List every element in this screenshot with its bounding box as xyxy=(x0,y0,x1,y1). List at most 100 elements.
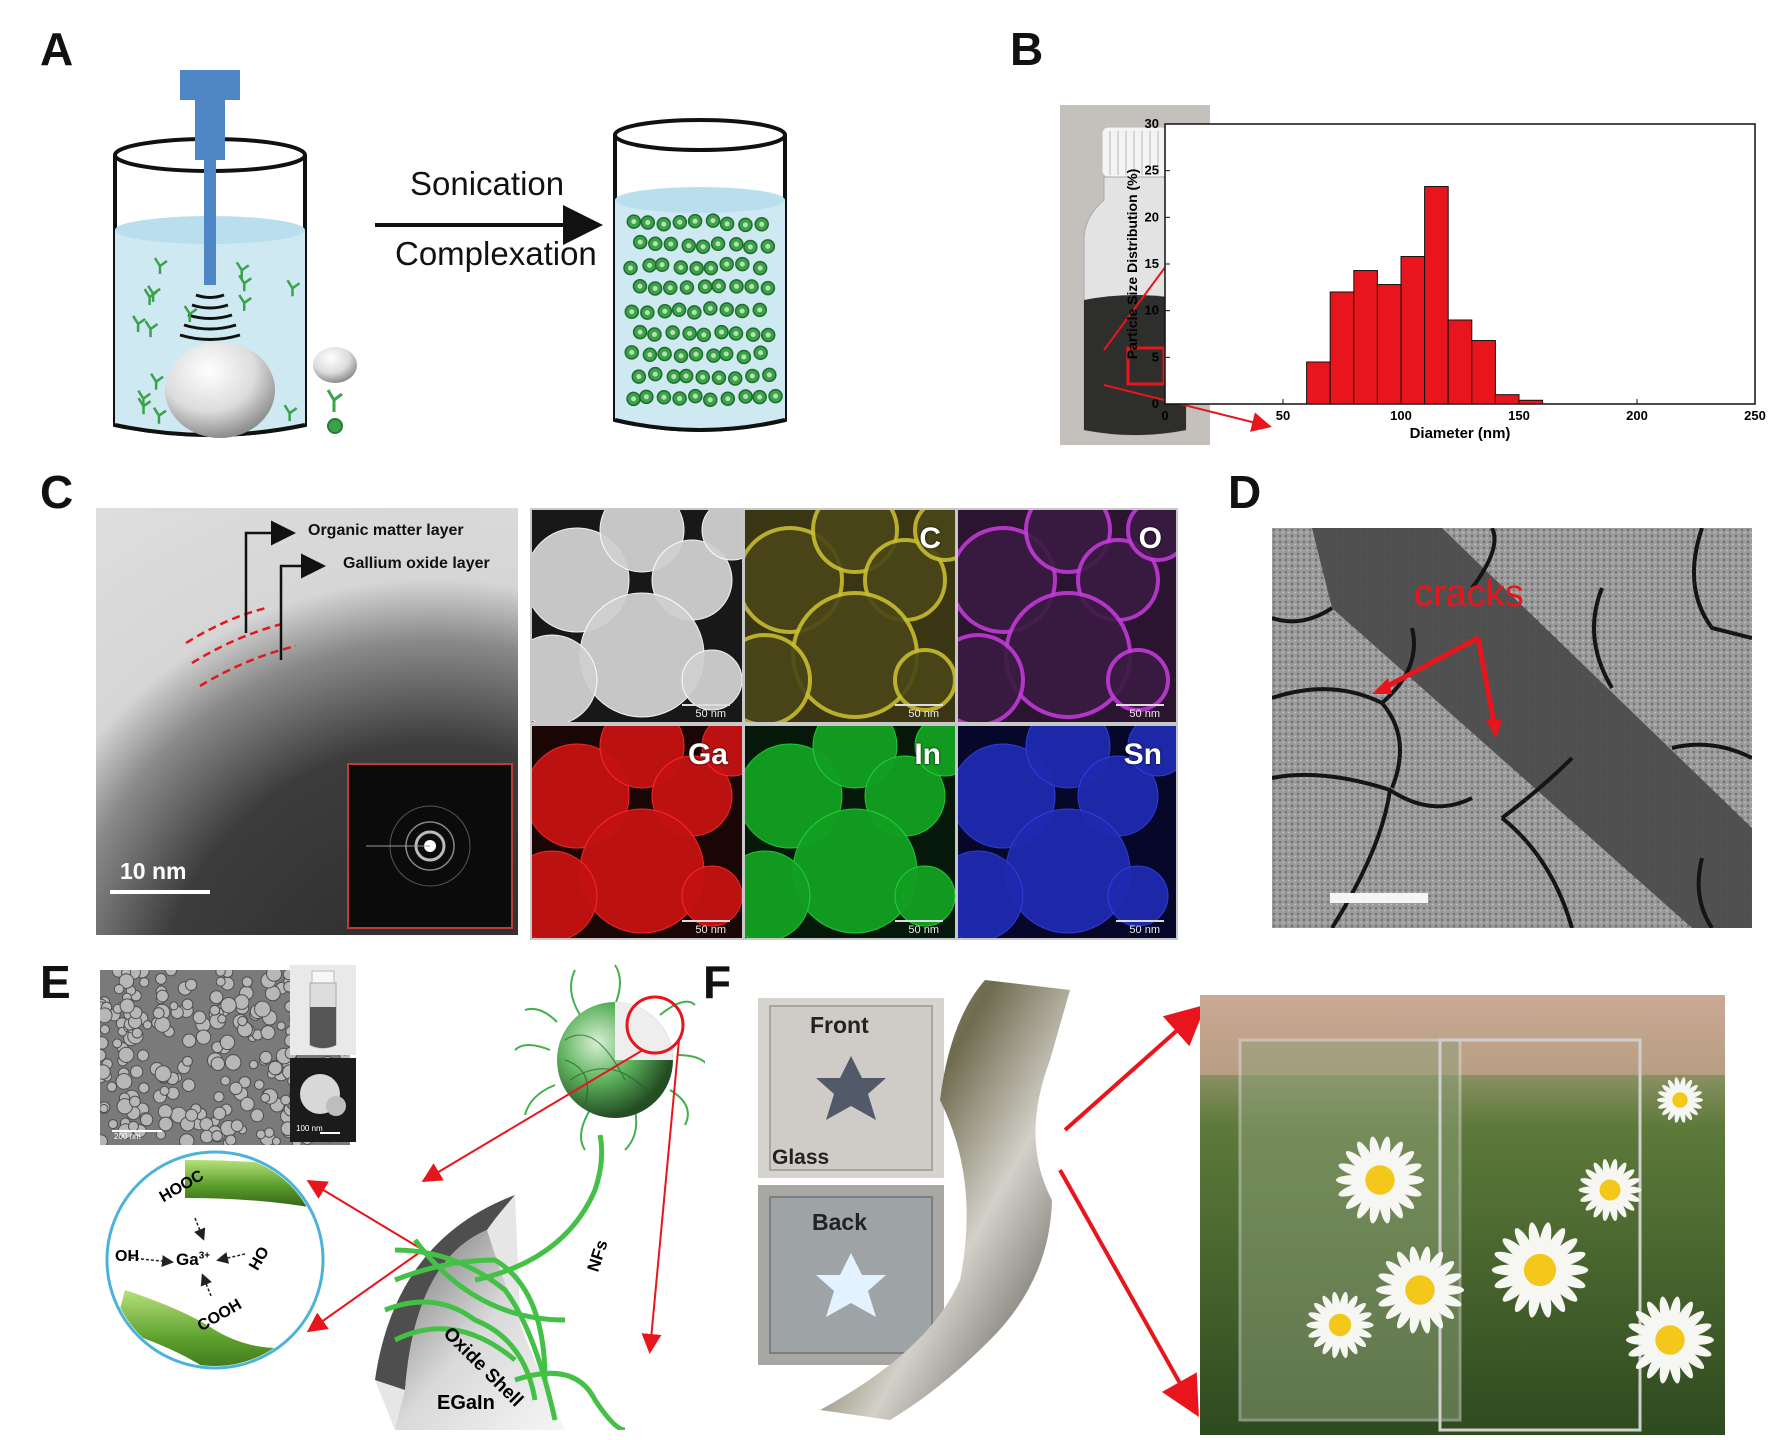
x-tick-label: 200 xyxy=(1626,408,1648,423)
cracks-annotation: cracks xyxy=(1414,573,1524,615)
ligand xyxy=(152,407,167,424)
oxygen-map-label: O xyxy=(1138,522,1162,555)
dark-flake xyxy=(1312,528,1752,928)
tem-inset-scale-label: 100 nm xyxy=(296,1124,323,1133)
psd-bar xyxy=(1518,399,1544,405)
particle xyxy=(894,865,955,927)
particle xyxy=(701,726,742,777)
ligand xyxy=(153,257,168,275)
sem-cracks-image: cracks xyxy=(1272,528,1752,928)
psd-bar xyxy=(1353,270,1378,405)
x-tick-label: 50 xyxy=(1276,408,1290,423)
step-sonication-label: Sonication xyxy=(410,165,565,202)
daisy-center xyxy=(1405,1275,1435,1305)
particle xyxy=(914,726,955,777)
gallium-map: Ga 50 nm xyxy=(532,726,742,938)
daisy-center xyxy=(1672,1092,1688,1108)
particle xyxy=(745,633,812,722)
legend-ligand-icon xyxy=(326,389,343,412)
psd-bar xyxy=(1329,291,1355,405)
indium-map: In 50 nm xyxy=(745,726,955,938)
y-tick-label: 15 xyxy=(1145,256,1159,271)
y-tick-label: 5 xyxy=(1152,349,1159,364)
particle xyxy=(745,850,811,938)
particle xyxy=(1126,510,1176,562)
front-star-film xyxy=(816,1056,886,1120)
particle xyxy=(792,808,918,934)
ligand xyxy=(283,404,298,422)
ligand xyxy=(286,279,301,297)
vial-inset xyxy=(290,965,356,1055)
psd-bar xyxy=(1306,361,1331,405)
legend-nanodroplet-icon xyxy=(327,418,343,434)
zoom-arrow-bottom xyxy=(1103,384,1272,432)
eds-map-grid: 50 nm C 50 nm O 50 nm Ga 50 nm In 50 nm … xyxy=(530,508,1178,940)
particle xyxy=(893,648,955,712)
carbon-map: C 50 nm xyxy=(745,510,955,722)
psd-bar xyxy=(1424,186,1449,405)
sem-scale-label: 200 nm xyxy=(114,1132,141,1141)
particle xyxy=(791,591,919,719)
glass-label: Glass xyxy=(772,1146,830,1169)
tem-image: Organic matter layer Gallium oxide layer… xyxy=(96,508,518,935)
particle xyxy=(913,510,955,562)
daisy-center xyxy=(1655,1325,1685,1355)
step-complexation-label: Complexation xyxy=(395,235,597,272)
back-star-film xyxy=(816,1253,886,1317)
ligand xyxy=(235,261,250,279)
panel-letter-a: A xyxy=(40,23,74,75)
ligand xyxy=(147,285,161,302)
ligand xyxy=(137,397,152,415)
psd-bar xyxy=(1447,319,1473,405)
panel-letter-d: D xyxy=(1228,466,1262,518)
ligand xyxy=(132,315,146,332)
y-tick-label: 25 xyxy=(1145,163,1159,178)
psd-bar xyxy=(1400,256,1426,405)
front-glass-photo: Front Glass xyxy=(758,998,944,1178)
indium-map-label: In xyxy=(914,738,941,771)
crack-network xyxy=(1272,528,1752,928)
y-tick-label: 30 xyxy=(1145,116,1159,131)
tem-particle-inset: 100 nm xyxy=(290,1058,356,1142)
ligand xyxy=(238,294,252,311)
tin-map-label: Sn xyxy=(1123,738,1162,771)
y-tick-label: 20 xyxy=(1145,209,1159,224)
panel-letter-c: C xyxy=(40,466,74,518)
transparency-photo xyxy=(1200,995,1725,1435)
legend-droplet-icon xyxy=(313,347,357,383)
particle xyxy=(1127,726,1176,777)
panel-e-schematic xyxy=(105,964,705,1430)
psd-bar xyxy=(1471,340,1496,405)
ligand xyxy=(150,372,164,390)
carbon-map-label: C xyxy=(919,522,941,555)
organic-layer-label: Organic matter layer xyxy=(308,522,464,539)
haadf-map: 50 nm xyxy=(532,510,742,722)
back-label: Back xyxy=(812,1209,867,1235)
daisy-center xyxy=(1365,1165,1395,1195)
psd-bar xyxy=(1494,394,1520,405)
oxide-layer-label: Gallium oxide layer xyxy=(343,555,490,572)
ligand-molecules xyxy=(132,257,301,424)
particle xyxy=(1107,865,1169,927)
oh-label: OH xyxy=(115,1248,139,1265)
egain-label: EGaIn xyxy=(437,1392,495,1414)
x-tick-label: 250 xyxy=(1744,408,1766,423)
coordination-zoom-circle xyxy=(105,1150,325,1370)
gallium-ion-label: Ga3+ xyxy=(176,1250,211,1269)
particle xyxy=(958,850,1024,938)
daisy-center xyxy=(1328,1313,1352,1337)
particle xyxy=(958,633,1025,722)
particle xyxy=(681,865,742,927)
sonicator-probe xyxy=(179,70,241,341)
particle xyxy=(701,510,742,561)
particle xyxy=(681,649,742,711)
y-axis-label: Particle Size Distribution (%) xyxy=(1124,169,1140,360)
particle xyxy=(1005,808,1131,934)
gallium-map-label: Ga xyxy=(687,738,728,771)
coated-nanodroplet xyxy=(514,964,705,1151)
shell-cross-section xyxy=(375,1134,626,1430)
egain-droplet xyxy=(165,342,275,438)
front-label: Front xyxy=(810,1012,869,1038)
particle xyxy=(579,592,705,718)
